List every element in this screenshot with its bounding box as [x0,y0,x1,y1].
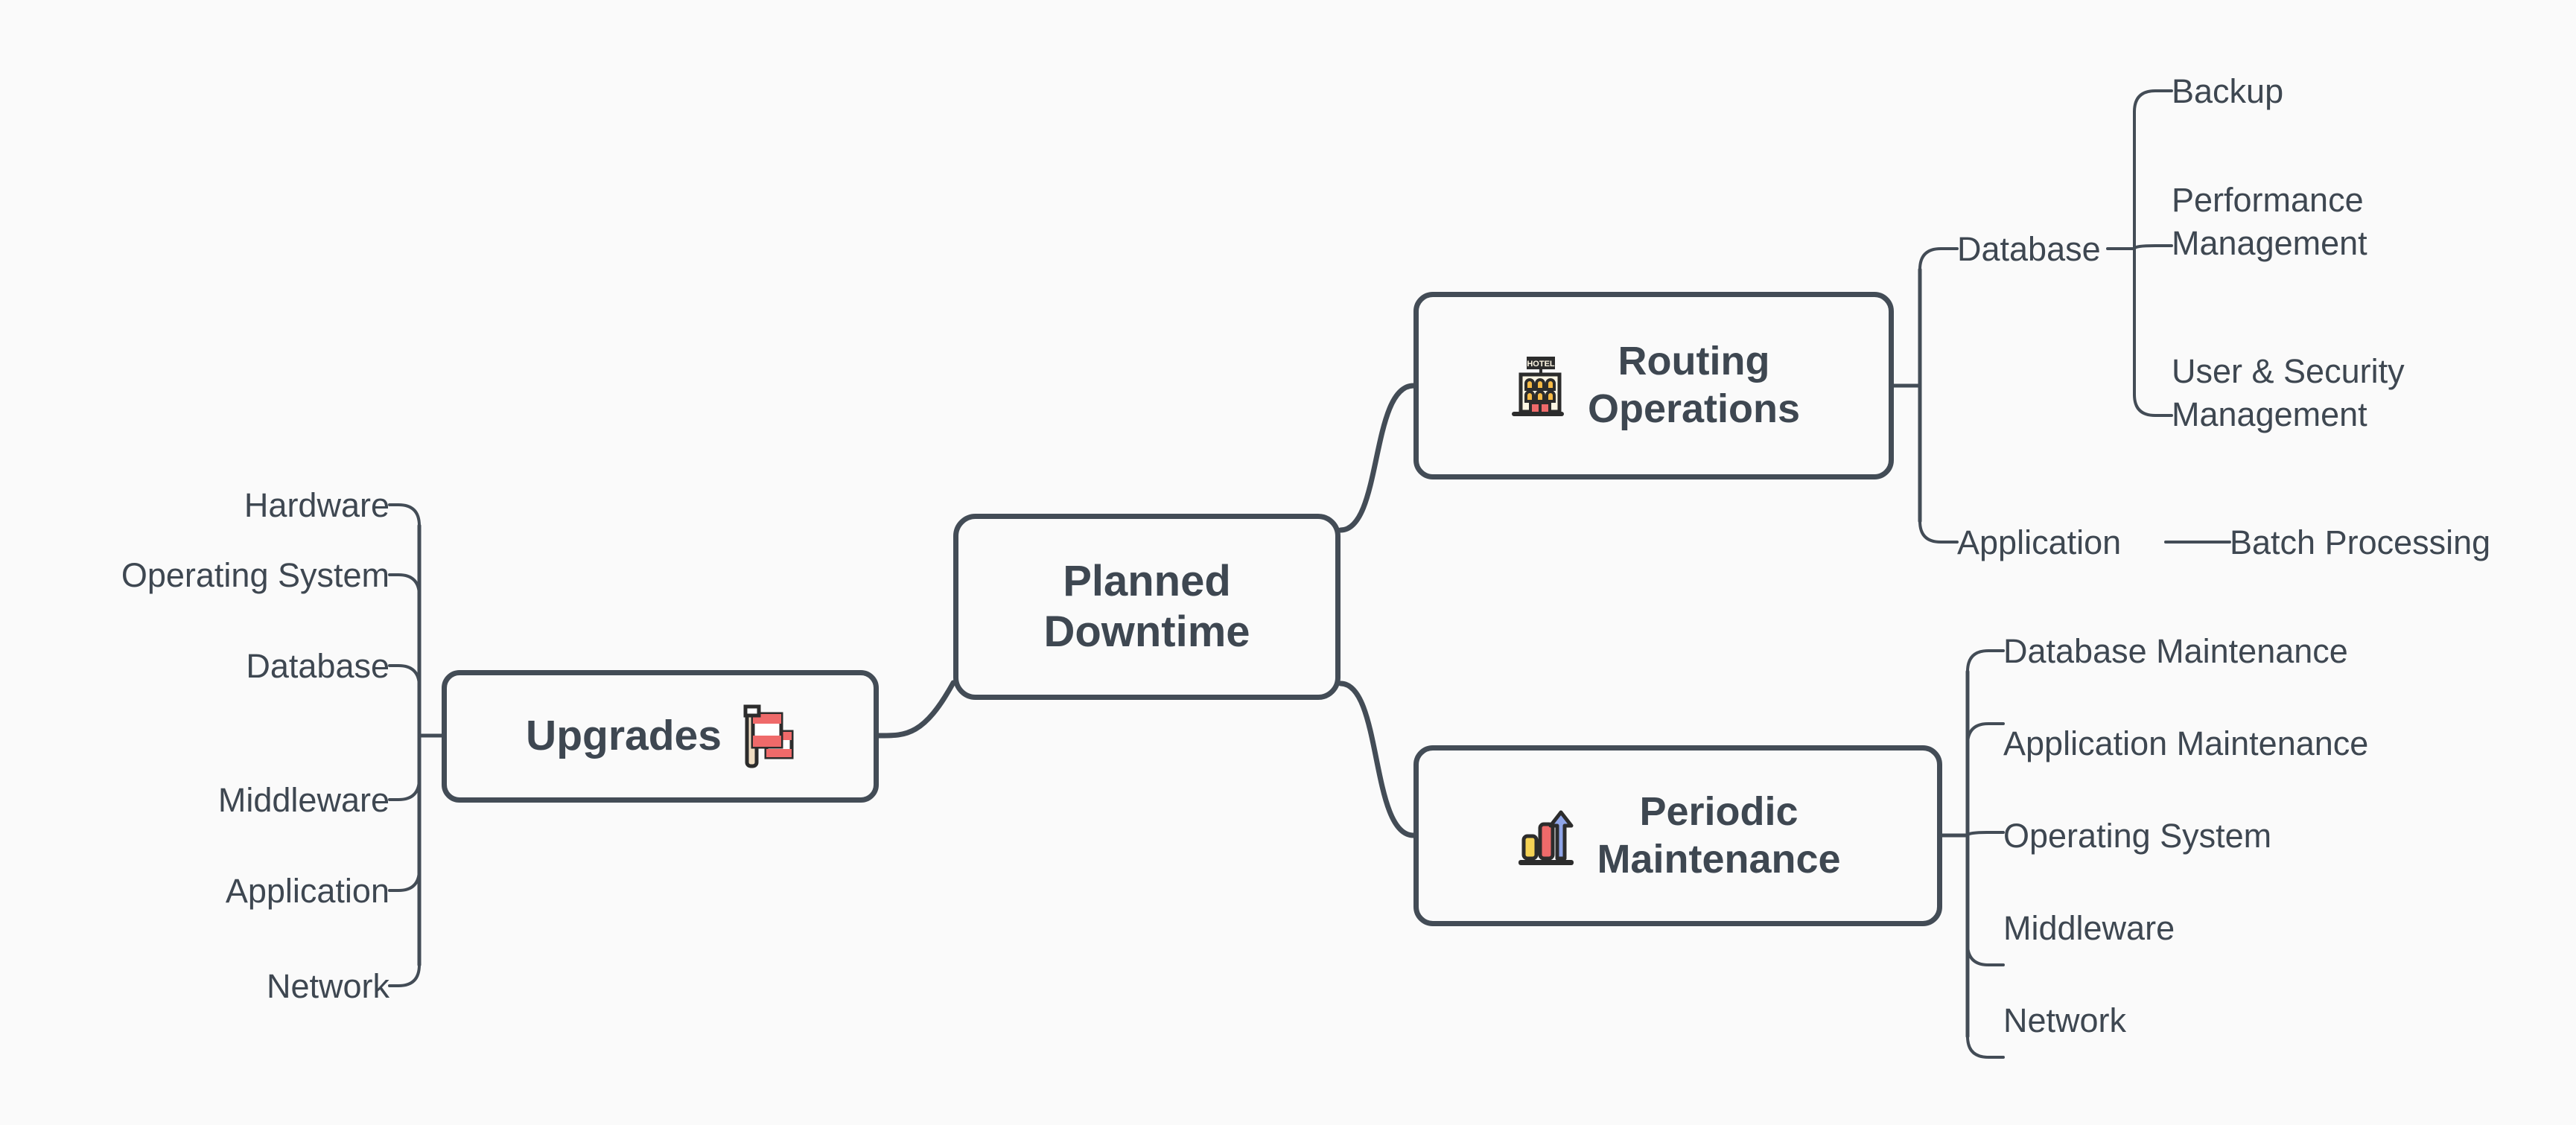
leaf-upgrades-hardware[interactable]: Hardware [244,486,389,524]
svg-text:HOTEL: HOTEL [1527,360,1555,369]
leaf-upgrades-application[interactable]: Application [225,872,389,910]
root-node-planned-downtime[interactable]: Planned Downtime [953,514,1341,700]
hotel-building-icon: HOTEL [1511,357,1564,416]
bar-chart-increasing-icon [1518,810,1574,865]
leaf-periodic-network[interactable]: Network [2003,1001,2127,1039]
leaf-routing-database[interactable]: Database [1957,230,2101,268]
crossed-flags-icon [743,704,794,768]
branch-node-label: Routing Operations [1587,339,1801,431]
leaf-upgrades-database[interactable]: Database [246,647,389,685]
root-node-label: Planned Downtime [1043,556,1250,656]
leaf-periodic-middleware[interactable]: Middleware [2003,909,2175,947]
leaf-upgrades-network[interactable]: Network [266,967,389,1005]
branch-node-upgrades[interactable]: Upgrades [442,670,879,803]
leaf-database-performance-management[interactable]: Performance Management [2172,181,2367,262]
leaf-database-user-security-management[interactable]: User & Security Management [2172,352,2405,433]
branch-node-routing-operations[interactable]: HOTEL Routing Operations [1413,292,1894,479]
leaf-upgrades-operating-system[interactable]: Operating System [121,556,389,594]
branch-node-label: Upgrades [526,712,722,760]
leaf-routing-application[interactable]: Application [1957,523,2122,561]
leaf-periodic-database-maintenance[interactable]: Database Maintenance [2003,632,2348,670]
leaf-periodic-operating-system[interactable]: Operating System [2003,817,2272,855]
branch-node-periodic-maintenance[interactable]: Periodic Maintenance [1413,745,1942,926]
leaf-upgrades-middleware[interactable]: Middleware [217,781,389,819]
branch-node-label: Periodic Maintenance [1597,788,1841,882]
leaf-application-batch-processing[interactable]: Batch Processing [2230,523,2491,561]
leaf-database-backup[interactable]: Backup [2172,72,2284,110]
leaf-periodic-application-maintenance[interactable]: Application Maintenance [2003,724,2369,762]
